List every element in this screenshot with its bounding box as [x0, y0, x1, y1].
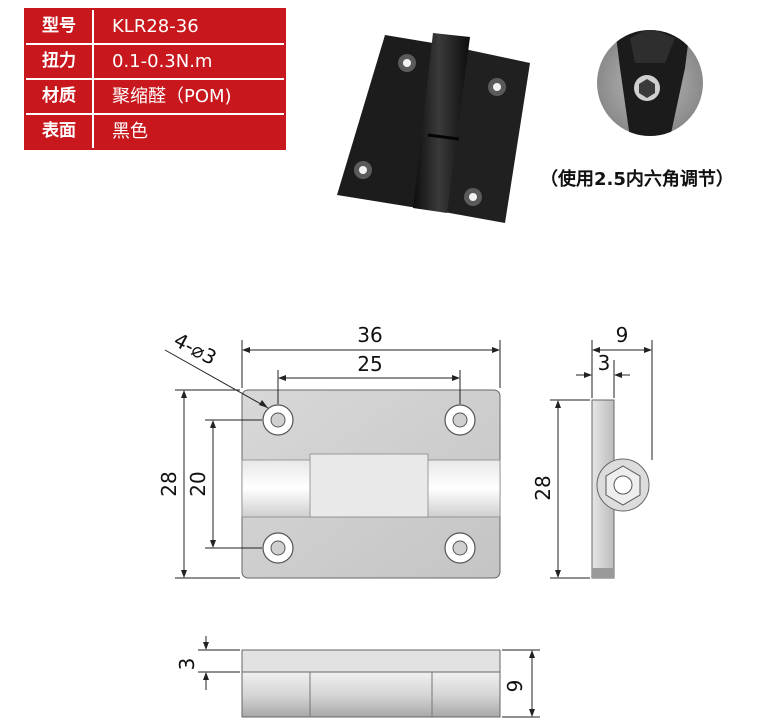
dim-hole-spacing-x: 25 — [357, 352, 382, 376]
hex-key-note: （使用2.5内六角调节） — [540, 169, 734, 190]
dim-side-depth: 9 — [616, 323, 629, 347]
spec-row-model: 型号 KLR28-36 — [26, 10, 284, 44]
front-view-drawing: 36 25 28 20 4-⌀3 — [157, 323, 501, 579]
hinge-photo — [337, 33, 530, 223]
side-view-drawing: 28 9 3 — [531, 323, 653, 579]
dim-side-height: 28 — [531, 475, 555, 500]
spec-key: 表面 — [42, 121, 76, 141]
spec-row-surface: 表面 黑色 — [26, 115, 284, 149]
dim-bottom-plate: 3 — [175, 658, 199, 671]
dim-holes: 4-⌀3 — [170, 328, 221, 370]
table-divider — [26, 78, 284, 80]
bottom-view-drawing: 3 9 — [175, 636, 540, 718]
spec-key: 扭力 — [42, 51, 76, 71]
dim-height: 28 — [157, 471, 181, 496]
dim-hole-spacing-y: 20 — [186, 471, 210, 496]
spec-row-torque: 扭力 0.1-0.3N.m — [26, 45, 284, 79]
hex-socket-detail — [597, 30, 703, 136]
dim-side-plate: 3 — [598, 351, 611, 375]
spec-key: 材质 — [42, 86, 76, 106]
spec-table: 型号 KLR28-36 扭力 0.1-0.3N.m 材质 聚缩醛（POM) 表面… — [24, 8, 286, 150]
table-divider — [26, 43, 284, 45]
table-divider — [26, 113, 284, 115]
dim-bottom-depth: 9 — [503, 680, 527, 693]
dim-width: 36 — [357, 323, 382, 347]
spec-value: 0.1-0.3N.m — [112, 51, 213, 72]
spec-key: 型号 — [42, 16, 76, 36]
spec-value: 聚缩醛（POM) — [112, 86, 232, 107]
spec-value: KLR28-36 — [112, 16, 199, 37]
spec-value: 黑色 — [112, 121, 148, 142]
spec-row-material: 材质 聚缩醛（POM) — [26, 80, 284, 114]
